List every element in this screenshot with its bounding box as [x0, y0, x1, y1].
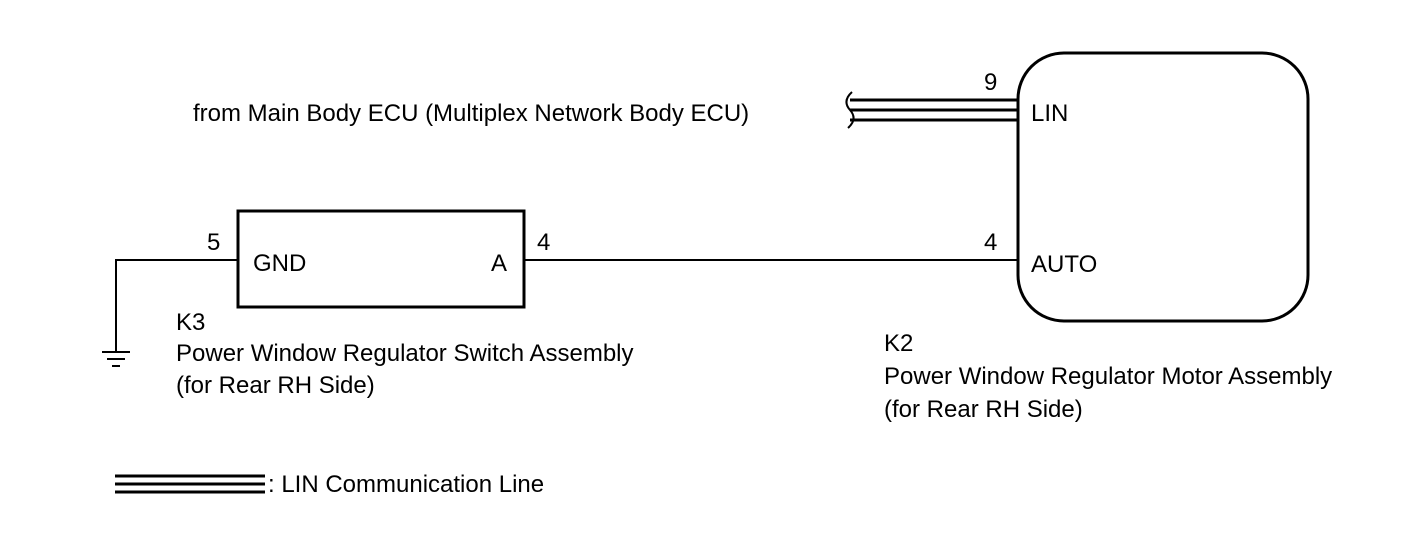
- lin-communication-wire: [850, 98, 1018, 122]
- switch-assembly-side: (for Rear RH Side): [176, 372, 375, 399]
- switch-gnd-pin-label: GND: [253, 250, 306, 277]
- ground-wire: [115, 259, 238, 351]
- lin-source-label: from Main Body ECU (Multiplex Network Bo…: [193, 100, 749, 127]
- switch-assembly-box: [236, 209, 526, 309]
- motor-lin-pin-label: LIN: [1031, 100, 1068, 127]
- legend-lin-line-label: : LIN Communication Line: [268, 471, 544, 498]
- switch-a-pin-label: A: [491, 250, 507, 277]
- motor-assembly-name: Power Window Regulator Motor Assembly: [884, 363, 1332, 390]
- switch-assembly-name: Power Window Regulator Switch Assembly: [176, 340, 634, 367]
- motor-assembly-box: [1016, 51, 1310, 323]
- ground-icon: [102, 351, 130, 367]
- switch-a-pin-number: 4: [537, 229, 550, 256]
- legend-lin-line-symbol: [115, 474, 265, 494]
- motor-auto-pin-label: AUTO: [1031, 251, 1097, 278]
- motor-lin-pin-number: 9: [984, 69, 997, 96]
- switch-assembly-code: K3: [176, 309, 205, 336]
- motor-assembly-code: K2: [884, 330, 913, 357]
- motor-assembly-side: (for Rear RH Side): [884, 396, 1083, 423]
- motor-auto-pin-number: 4: [984, 229, 997, 256]
- switch-gnd-pin-number: 5: [207, 229, 220, 256]
